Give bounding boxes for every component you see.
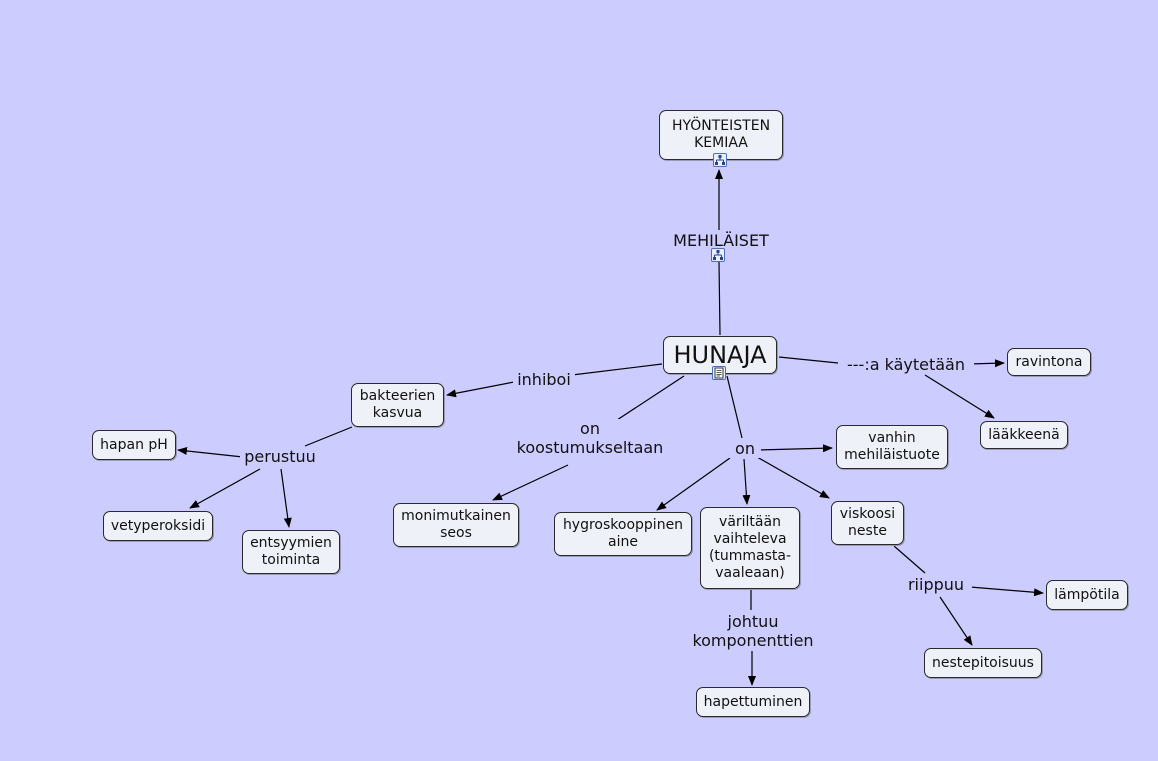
link-on-hygroskooppinen xyxy=(656,457,731,511)
link-label-johtuu-komponenttien: johtuu komponenttien xyxy=(686,612,820,650)
link-hunaja-kaytetaan xyxy=(778,356,839,364)
link-hunaja-mehilaiset xyxy=(718,261,721,336)
concept-monimutkainen-seos[interactable]: monimutkainen seos xyxy=(393,503,519,547)
concept-bakteerien-kasvua[interactable]: bakteerien kasvua xyxy=(351,383,444,427)
link-viskoosi-riippuu xyxy=(893,545,926,574)
link-hunaja-inhiboi xyxy=(571,363,663,376)
concept-viskoosi-neste[interactable]: viskoosi neste xyxy=(831,501,904,545)
concept-nestepitoisuus[interactable]: nestepitoisuus xyxy=(924,648,1042,678)
link-perustuu-entsyymien xyxy=(280,468,292,528)
link-hunaja-koostumus xyxy=(616,375,685,421)
link-kaytetaan-ravintona xyxy=(968,359,1005,368)
link-hunaja-on xyxy=(726,375,743,439)
link-label-on: on xyxy=(729,439,761,458)
link-kaytetaan-laakkeena xyxy=(924,374,995,419)
concept-hygroskooppinen-aine[interactable]: hygroskooppinen aine xyxy=(554,512,692,556)
concept-map-icon[interactable] xyxy=(711,248,725,262)
concept-variltaan-vaihteleva[interactable]: väriltään vaihteleva (tummasta- vaaleaan… xyxy=(700,507,800,589)
link-label-kaytetaan: ---:a käytetään xyxy=(838,355,974,374)
link-riippuu-lampotila xyxy=(969,586,1044,597)
concept-ravintona[interactable]: ravintona xyxy=(1007,348,1091,376)
link-label-inhiboi: inhiboi xyxy=(513,370,575,389)
link-perustuu-vetyperoksidi xyxy=(189,468,261,509)
link-perustuu-hapan xyxy=(177,446,244,458)
link-on-viskoosi xyxy=(756,456,830,499)
link-label-riippuu: riippuu xyxy=(900,575,972,594)
link-koostumus-monimutkainen xyxy=(492,464,569,501)
link-bakteerien-perustuu xyxy=(304,426,353,447)
link-inhiboi-bakteerien xyxy=(446,381,515,398)
concept-hyonteisten-kemiaa[interactable]: HYÖNTEISTEN KEMIAA xyxy=(659,110,783,160)
link-label-perustuu: perustuu xyxy=(240,447,320,466)
concept-vetyperoksidi[interactable]: vetyperoksidi xyxy=(103,511,213,541)
link-label-on-koostumukseltaan: on koostumukseltaan xyxy=(511,419,669,457)
link-on-vanhin xyxy=(756,444,833,453)
document-icon[interactable] xyxy=(712,366,726,380)
concept-hapettuminen[interactable]: hapettuminen xyxy=(696,687,810,717)
concept-mehilaiset[interactable]: MEHILÄISET xyxy=(666,231,776,250)
concept-lampotila[interactable]: lämpötila xyxy=(1046,580,1128,610)
link-on-variltaan xyxy=(742,458,751,505)
concept-laakkeena[interactable]: lääkkeenä xyxy=(980,421,1068,449)
concept-map-icon[interactable] xyxy=(713,153,727,167)
link-riippuu-nestepitoisuus xyxy=(939,596,973,646)
concept-vanhin-mehilaistuote[interactable]: vanhin mehiläistuote xyxy=(836,425,948,469)
concept-hapan-ph[interactable]: hapan pH xyxy=(92,430,176,460)
concept-entsyymien-toiminta[interactable]: entsyymien toiminta xyxy=(242,530,340,574)
